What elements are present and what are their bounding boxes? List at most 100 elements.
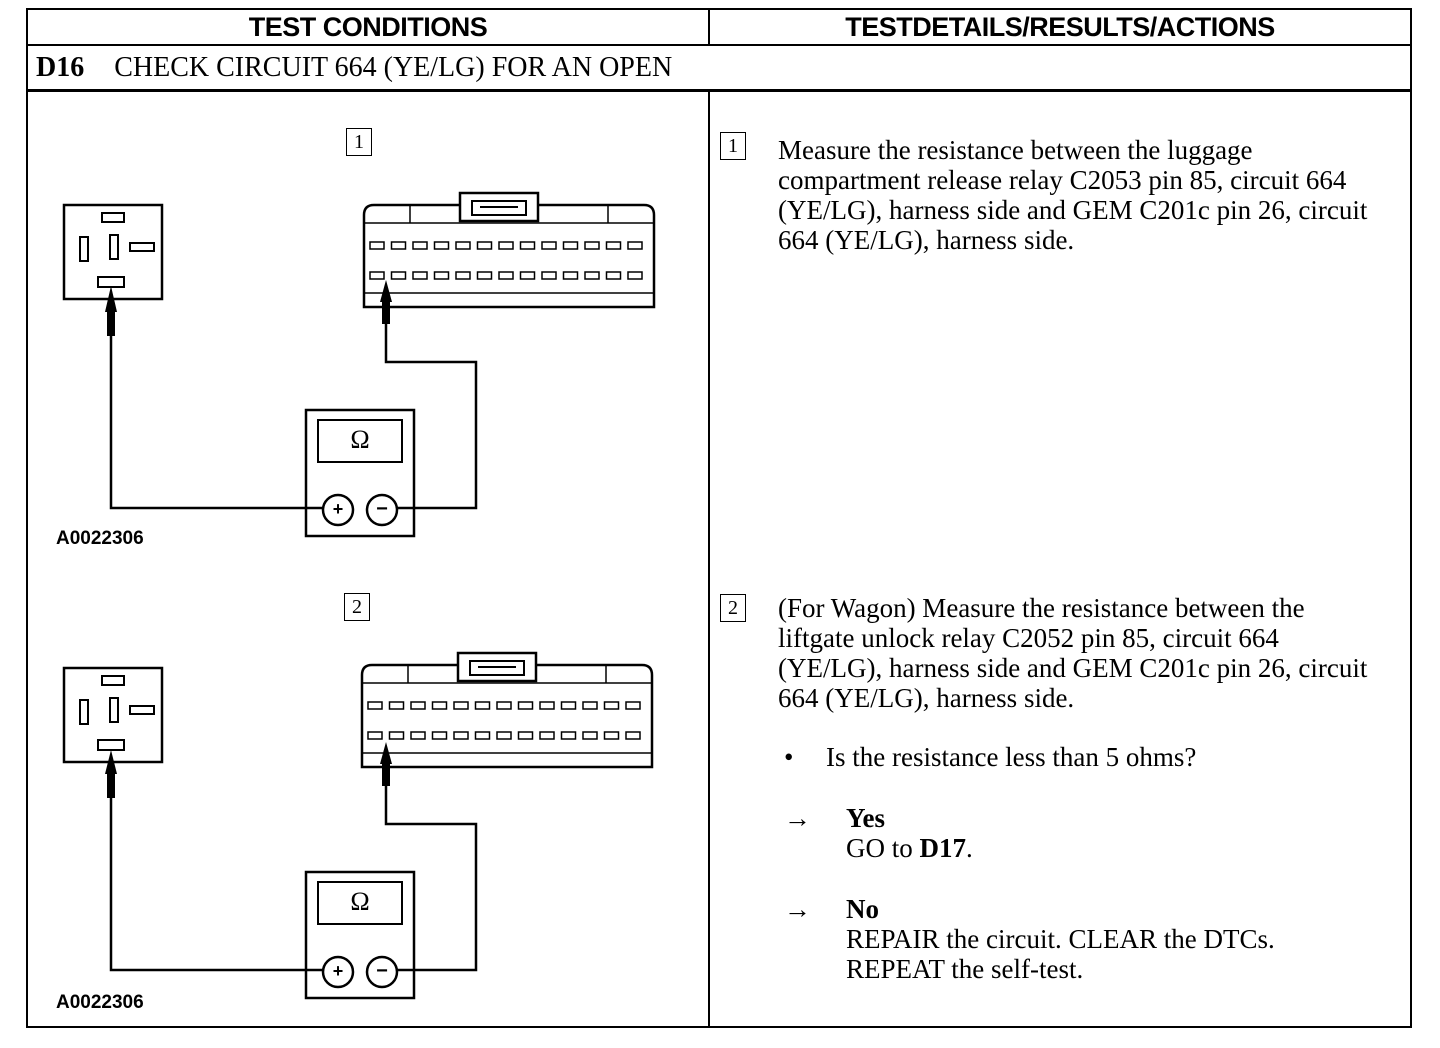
diagram-step-box-2: 2 <box>344 593 370 621</box>
relay-connector-2 <box>62 666 164 764</box>
connector-pin <box>453 731 469 740</box>
test-lead-negative-2 <box>384 762 478 972</box>
connector-pin <box>627 271 643 280</box>
probe-tip-2b <box>382 762 390 786</box>
connector-pin <box>560 701 577 710</box>
connector-pin <box>474 701 491 710</box>
connector-pin <box>605 241 622 250</box>
plus-terminal-2: + <box>333 961 344 981</box>
connector-pin <box>369 241 385 250</box>
connector-pin <box>410 701 426 710</box>
relay-connector-1 <box>62 203 164 301</box>
header-test-details: TESTDETAILS/RESULTS/ACTIONS <box>845 11 1275 42</box>
connector-pin <box>431 731 448 740</box>
connector-pin <box>431 701 448 710</box>
connector-pin <box>496 731 512 740</box>
connector-pin <box>560 731 577 740</box>
result-yes: Yes GO to D17. <box>846 803 973 863</box>
result-arrow-no: → <box>784 894 811 924</box>
connector-pin <box>412 241 428 250</box>
figure-ref-2: A0022306 <box>56 992 144 1013</box>
step-title-text: CHECK CIRCUIT 664 (YE/LG) FOR AN OPEN <box>114 52 673 83</box>
connector-pin <box>517 731 534 740</box>
connector-pin <box>388 701 405 710</box>
connector-pin <box>455 241 471 250</box>
test-lead-positive-2 <box>109 774 323 972</box>
detail-text-1: Measure the resistance between the lugga… <box>778 135 1368 255</box>
gem-connector-2 <box>360 651 654 769</box>
connector-pin <box>367 731 383 740</box>
title-divider <box>28 89 1410 92</box>
probe-tip-1a <box>107 310 115 336</box>
gem-connector-1 <box>362 191 656 309</box>
connector-pin <box>476 271 493 280</box>
diagram-1: Ω + − <box>62 191 656 538</box>
question-text: Is the resistance less than 5 ohms? <box>826 742 1197 772</box>
connector-pin <box>584 271 600 280</box>
ohm-symbol-1: Ω <box>350 425 369 454</box>
connector-pin <box>369 271 385 280</box>
connector-pin <box>390 271 407 280</box>
column-divider <box>708 89 710 1026</box>
action-no-text: REPAIR the circuit. CLEAR the DTCs. <box>846 924 1275 954</box>
connector-pin <box>433 271 450 280</box>
connector-pin <box>453 701 469 710</box>
connector-pin <box>433 241 450 250</box>
connector-pin <box>627 241 643 250</box>
header-test-conditions: TEST CONDITIONS <box>28 10 710 44</box>
probe-tip-2a <box>107 772 115 798</box>
connector-pin <box>584 241 600 250</box>
action-yes-link: D17 <box>919 833 967 863</box>
connector-pin <box>388 731 405 740</box>
connector-pin <box>496 701 512 710</box>
connector-pin <box>474 731 491 740</box>
connector-pin <box>412 271 428 280</box>
plus-terminal-1: + <box>333 499 344 519</box>
connector-pin <box>498 271 514 280</box>
connector-pin <box>562 241 579 250</box>
test-lead-positive-1 <box>109 313 323 510</box>
connector-pin <box>519 271 536 280</box>
connector-pin <box>541 271 557 280</box>
connector-pin <box>582 701 598 710</box>
header-divider <box>28 44 1410 46</box>
answer-no: No <box>846 894 879 924</box>
connector-pin <box>367 701 383 710</box>
detail-step-box-1: 1 <box>720 132 746 160</box>
connector-pin <box>476 241 493 250</box>
connector-pin <box>517 701 534 710</box>
diagram-2: Ω + − <box>62 651 654 1000</box>
answer-yes: Yes <box>846 803 885 833</box>
connector-pin <box>605 271 622 280</box>
connector-pin <box>539 701 555 710</box>
connector-pin <box>519 241 536 250</box>
action-yes-suffix: . <box>966 833 973 863</box>
connector-pin <box>625 731 641 740</box>
test-procedure-sheet: TEST CONDITIONS TESTDETAILS/RESULTS/ACTI… <box>26 8 1412 1028</box>
connector-pin <box>539 731 555 740</box>
minus-terminal-2: − <box>376 960 388 982</box>
result-no: No REPAIR the circuit. CLEAR the DTCs. R… <box>846 894 1275 984</box>
figure-ref-1: A0022306 <box>56 528 144 549</box>
connector-pin <box>541 241 557 250</box>
connector-pin <box>390 241 407 250</box>
action-no-line2: REPEAT the self-test. <box>846 954 1084 984</box>
connector-pin <box>603 701 620 710</box>
action-yes-text: GO to <box>846 833 920 863</box>
connector-pin <box>603 731 620 740</box>
ohm-symbol-2: Ω <box>350 887 369 916</box>
minus-terminal-1: − <box>376 498 388 520</box>
connector-pin <box>455 271 471 280</box>
step-title: D16 CHECK CIRCUIT 664 (YE/LG) FOR AN OPE… <box>36 48 672 88</box>
probe-tip-1b <box>382 300 390 324</box>
result-arrow-yes: → <box>784 803 811 833</box>
connector-pin <box>562 271 579 280</box>
connector-pin <box>410 731 426 740</box>
connector-pin <box>625 701 641 710</box>
question-bullet: • <box>784 742 794 772</box>
diagram-step-box-1: 1 <box>346 128 372 156</box>
connector-pin <box>498 241 514 250</box>
step-code: D16 <box>36 52 85 83</box>
connector-pin <box>582 731 598 740</box>
